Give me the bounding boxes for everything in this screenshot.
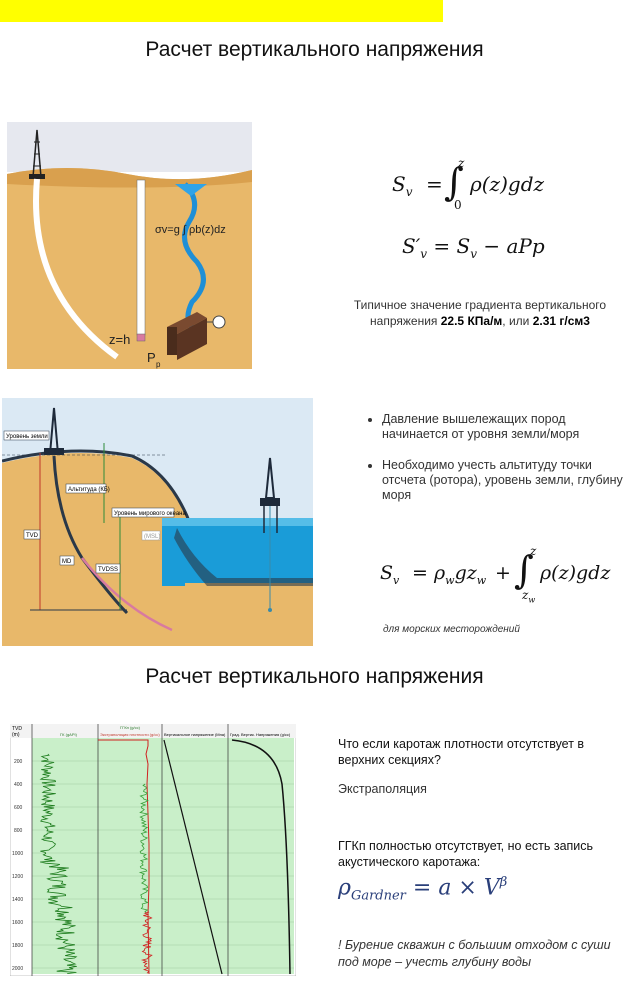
depth-tick: 400 xyxy=(14,782,23,788)
ground-level-label: Уровень земли xyxy=(6,434,48,440)
offshore-well-diagram: Уровень земли Альтитуда (КБ) Уровень мир… xyxy=(2,398,313,646)
md-wellbore xyxy=(52,455,129,615)
md-label: MD xyxy=(62,559,72,565)
water-channel xyxy=(182,182,206,335)
ggkp-note: ГГКп полностью отсутствует, но есть запи… xyxy=(338,839,594,869)
density-question: Что если каротаж плотности отсутствует в… xyxy=(338,737,585,767)
slide2-title: Расчет вертикального напряжения xyxy=(145,665,484,688)
stress-gradient-curve xyxy=(231,739,291,975)
track2b-header: Экстраполяция плотности (g/cc) xyxy=(100,732,160,737)
depth-tick: 2000 xyxy=(12,966,23,972)
depth-tick: 1200 xyxy=(12,874,23,880)
pp-label: P xyxy=(147,350,156,365)
tvd-label: TVD xyxy=(26,533,39,539)
highlight-bar xyxy=(0,0,443,22)
track3-header: Вертикальное напряжение (Мпа) xyxy=(164,732,226,737)
depth-tick: 600 xyxy=(14,805,23,811)
well-log-chart: TVD (m) ГК (gAPI) ГГКп (g/cc) Экстраполя… xyxy=(10,724,296,976)
sea-level-label: Уровень мирового океана xyxy=(114,511,186,517)
deviated-wellbore xyxy=(33,178,119,360)
depth-tick: 1800 xyxy=(12,943,23,949)
density-extrapolation-curve xyxy=(98,739,150,975)
depth-tick: 800 xyxy=(14,828,23,834)
formula-sv-offshore: Sv = ρwgzw + ∫ z zw ρ(z)gdz xyxy=(380,544,611,605)
depth-tick: 200 xyxy=(14,759,23,765)
warning-note: ! Бурение скважин с большим отходом с су… xyxy=(338,938,611,969)
density-curve xyxy=(138,783,150,914)
slide1-title: Расчет вертикального напряжения xyxy=(145,38,484,61)
offshore-note: для морских месторождений xyxy=(383,624,520,635)
gardner-formula: ρGardner = a × Vβ xyxy=(338,875,508,904)
msl-label: (MSL) xyxy=(144,534,160,540)
offshore-rig-icon xyxy=(260,457,280,612)
depth-tick: 1600 xyxy=(12,920,23,926)
vertical-wellbore xyxy=(136,179,146,336)
vertical-stress-diagram: σv=g ∫ ρb(z)dz z=h P p xyxy=(7,122,252,369)
track1-header: ГК (gAPI) xyxy=(60,732,78,737)
drilling-rig-icon xyxy=(29,129,45,179)
onshore-rig-icon xyxy=(44,407,64,455)
density-noise-curve xyxy=(140,911,153,974)
gradient-note: Типичное значение градиента вертикальног… xyxy=(353,298,607,328)
vertical-stress-curve xyxy=(163,739,223,975)
log-header-unit: (m) xyxy=(12,732,20,738)
bullet-item: Давление вышележащих пород начинается от… xyxy=(382,412,624,442)
pp-sub: p xyxy=(156,360,161,369)
sigma-label: σv=g ∫ ρb(z)dz xyxy=(155,224,226,236)
answer-text: Экстраполяция xyxy=(338,782,427,796)
track4-header: Град. Вертик. Напряжения (g/cc) xyxy=(230,732,291,737)
altitude-label: Альтитуда (КБ) xyxy=(68,487,110,493)
depth-tick: 1400 xyxy=(12,897,23,903)
formula-sv: Sv = ∫ z 0 ρ(z)gdz xyxy=(392,156,545,212)
pressure-gauge-box xyxy=(167,312,226,360)
track2a-header: ГГКп (g/cc) xyxy=(120,725,141,730)
bullet-list: Давление вышележащих пород начинается от… xyxy=(364,412,624,519)
tvdss-label: TVDSS xyxy=(98,567,118,573)
depth-tick: 1000 xyxy=(12,851,23,857)
log-header-tvd: TVD xyxy=(12,726,22,732)
zh-label: z=h xyxy=(109,332,130,347)
bullet-item: Необходимо учесть альтитуду точки отсчет… xyxy=(382,458,624,503)
formula-sv-effective: S′v = Sv − aPp xyxy=(402,234,545,261)
gr-curve xyxy=(39,753,78,974)
